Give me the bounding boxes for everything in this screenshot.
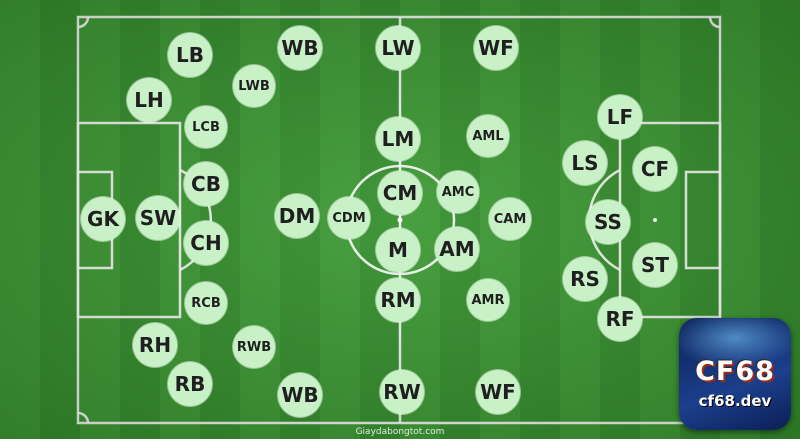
position-wf-top[interactable]: WF [474, 26, 518, 70]
position-cam[interactable]: CAM [489, 198, 531, 240]
position-dm[interactable]: DM [275, 194, 319, 238]
position-amc[interactable]: AMC [437, 171, 479, 213]
position-amr[interactable]: AMR [467, 279, 509, 321]
right-penalty-spot [653, 218, 657, 222]
corner-arc-top-left [77, 16, 90, 29]
position-lf[interactable]: LF [598, 95, 642, 139]
position-rs[interactable]: RS [563, 257, 607, 301]
position-rw[interactable]: RW [380, 370, 424, 414]
position-wf-bottom[interactable]: WF [476, 370, 520, 414]
corner-arc-top-right [708, 16, 721, 29]
position-lw[interactable]: LW [376, 26, 420, 70]
position-wb-top[interactable]: WB [278, 26, 322, 70]
cf68-logo[interactable]: CF68 cf68.dev [679, 318, 791, 430]
position-cdm[interactable]: CDM [328, 197, 370, 239]
watermark: Giaydabongtot.com [355, 427, 445, 437]
position-lb[interactable]: LB [168, 33, 212, 77]
position-rwb[interactable]: RWB [233, 326, 275, 368]
position-ss[interactable]: SS [586, 200, 630, 244]
position-lh[interactable]: LH [127, 78, 171, 122]
position-ch[interactable]: CH [184, 221, 228, 265]
position-cf[interactable]: CF [633, 147, 677, 191]
position-rh[interactable]: RH [133, 323, 177, 367]
corner-arc-bottom-left [77, 411, 90, 424]
position-sw[interactable]: SW [136, 196, 180, 240]
logo-domain: cf68.dev [698, 392, 772, 410]
position-rb[interactable]: RB [168, 362, 212, 406]
position-cb[interactable]: CB [184, 162, 228, 206]
position-m[interactable]: M [376, 228, 420, 272]
center-spot [397, 217, 403, 223]
position-aml[interactable]: AML [467, 115, 509, 157]
position-rf[interactable]: RF [598, 297, 642, 341]
position-lcb[interactable]: LCB [185, 106, 227, 148]
logo-brand: CF68 [695, 356, 775, 387]
position-rm[interactable]: RM [376, 278, 420, 322]
position-am[interactable]: AM [435, 227, 479, 271]
logo-glow [679, 318, 791, 368]
position-gk[interactable]: GK [81, 197, 125, 241]
position-ls[interactable]: LS [563, 141, 607, 185]
position-cm[interactable]: CM [378, 171, 422, 215]
position-lwb[interactable]: LWB [233, 65, 275, 107]
right-goal-box [684, 170, 722, 270]
position-lm[interactable]: LM [376, 117, 420, 161]
position-wb-bottom[interactable]: WB [278, 373, 322, 417]
position-rcb[interactable]: RCB [185, 282, 227, 324]
position-st[interactable]: ST [633, 243, 677, 287]
